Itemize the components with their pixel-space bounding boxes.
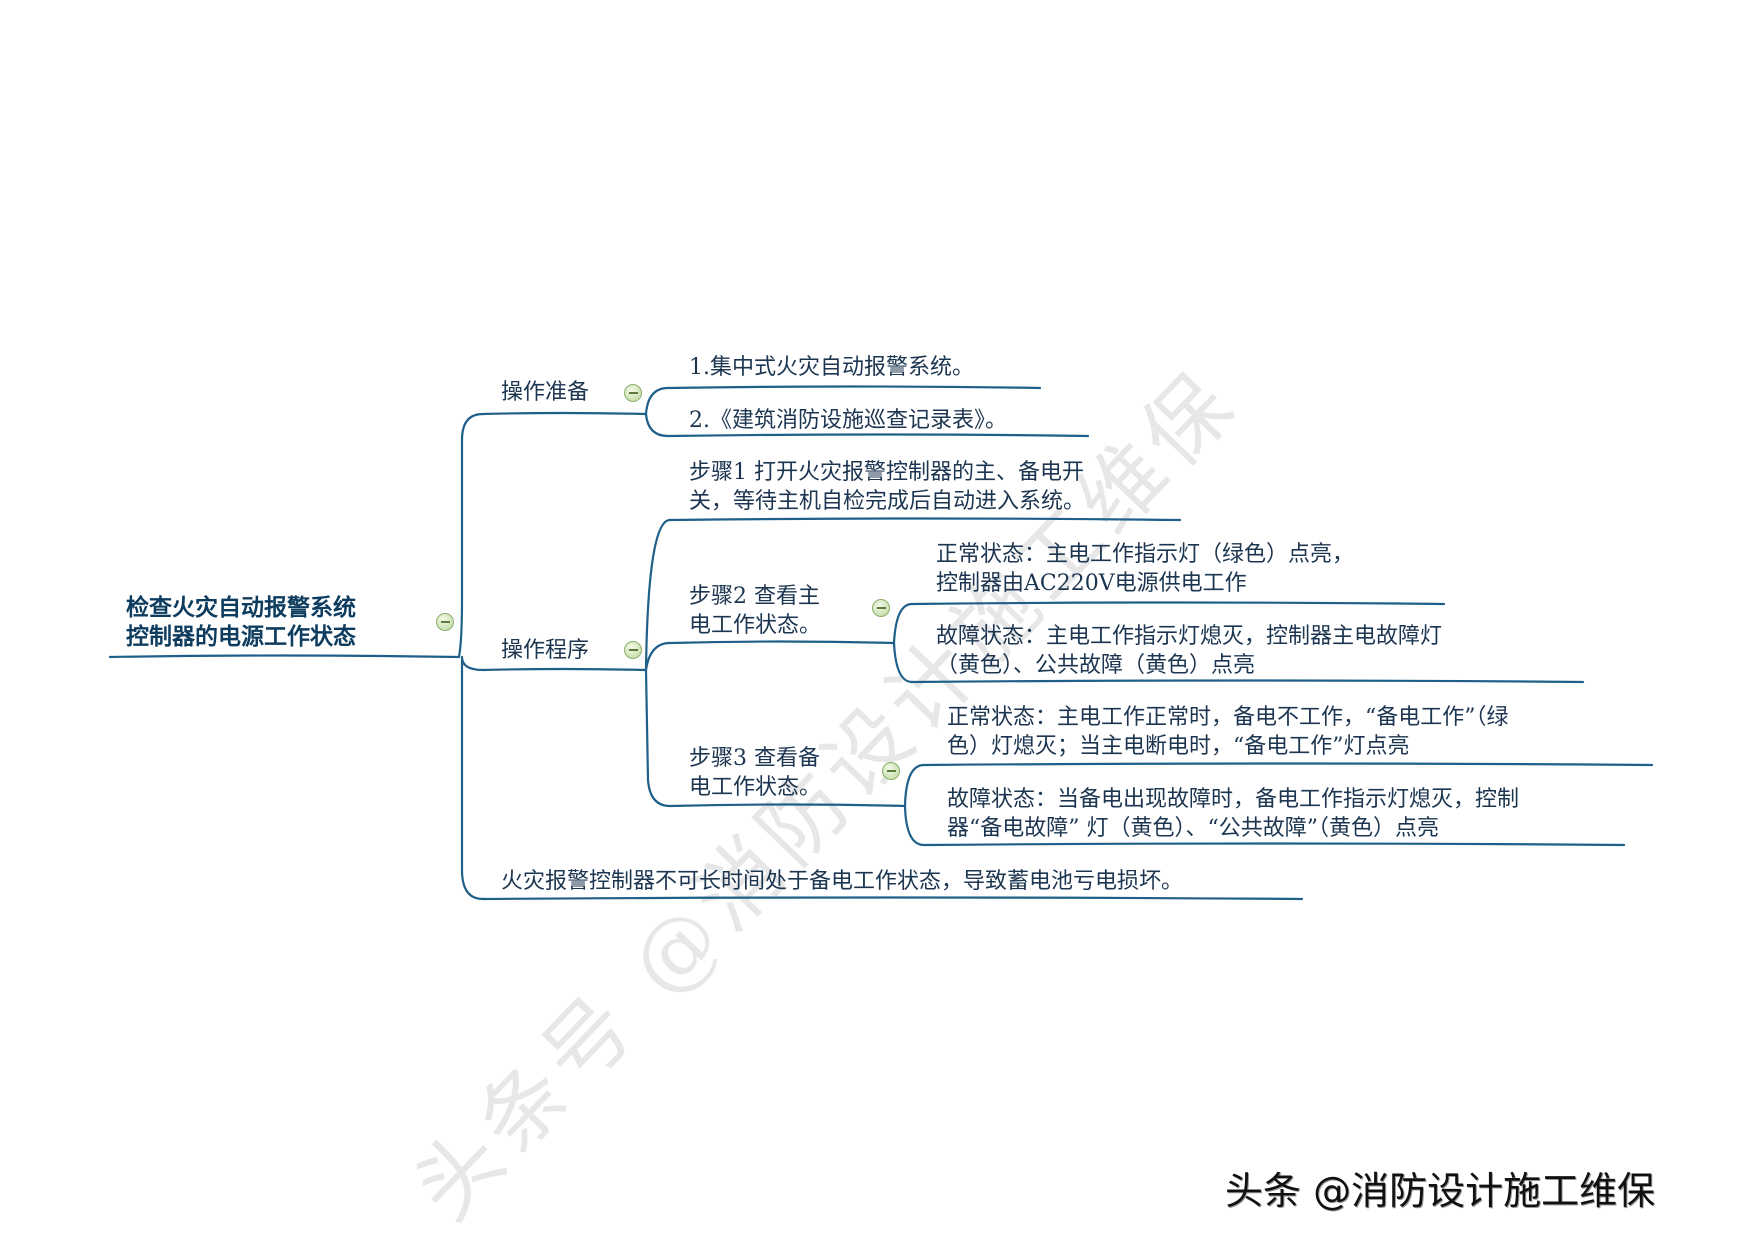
prep-item1-line <box>666 385 1042 390</box>
prep-item[interactable]: 1.集中式火灾自动报警系统。 <box>689 355 974 380</box>
step2-normal[interactable]: 正常状态：主电工作指示灯（绿色）点亮， 控制器由AC220V电源供电工作 <box>936 540 1354 598</box>
prep-trunk <box>644 386 670 438</box>
proc-trunk <box>644 518 672 808</box>
step3-normal-line <box>922 762 1654 767</box>
step2-fault-line <box>910 679 1585 684</box>
step2-line: 电工作状态。 <box>689 613 822 638</box>
root-line: 控制器的电源工作状态 <box>126 624 356 650</box>
prep-item[interactable]: 2.《建筑消防设施巡查记录表》。 <box>689 408 1007 433</box>
text-line: 控制器由AC220V电源供电工作 <box>936 571 1247 596</box>
step3[interactable]: 步骤3 查看备 电工作状态。 <box>689 744 821 802</box>
text-line: （黄色）、公共故障（黄色）点亮 <box>936 653 1256 678</box>
text-line: 器“备电故障” 灯（黄色）、“公共故障”（黄色）点亮 <box>947 816 1439 841</box>
step1[interactable]: 步骤1 打开火灾报警控制器的主、备电开 关，等待主机自检完成后自动进入系统。 <box>689 458 1085 516</box>
root-line: 检查火灾自动报警系统 <box>126 595 356 621</box>
step3-fault-line <box>922 842 1626 847</box>
text-line: 正常状态：主电工作正常时，备电不工作，“备电工作”（绿 <box>947 705 1509 730</box>
text-line: 色）灯熄灭；当主电断电时，“备电工作”灯点亮 <box>947 734 1410 759</box>
step1-line: 关，等待主机自检完成后自动进入系统。 <box>689 489 1086 514</box>
step1-line: 步骤1 打开火灾报警控制器的主、备电开 <box>689 460 1084 485</box>
root-underline <box>108 654 461 659</box>
root-trunk <box>457 412 485 901</box>
minus-circle-icon[interactable] <box>882 762 900 780</box>
minus-circle-icon[interactable] <box>436 613 454 631</box>
step2-line: 步骤2 查看主 <box>689 584 820 609</box>
step2-trunk <box>892 602 914 684</box>
step3-normal[interactable]: 正常状态：主电工作正常时，备电不工作，“备电工作”（绿 色）灯熄灭；当主电断电时… <box>947 703 1509 761</box>
text-line: 故障状态：当备电出现故障时，备电工作指示灯熄灭，控制 <box>947 787 1520 812</box>
step3-line: 电工作状态。 <box>689 775 822 800</box>
text-line: 正常状态：主电工作指示灯（绿色）点亮， <box>936 542 1355 567</box>
step2-fault[interactable]: 故障状态：主电工作指示灯熄灭，控制器主电故障灯 （黄色）、公共故障（黄色）点亮 <box>936 622 1442 680</box>
step1-line <box>668 517 1182 522</box>
text-line: 故障状态：主电工作指示灯熄灭，控制器主电故障灯 <box>936 624 1443 649</box>
topic-prep[interactable]: 操作准备 <box>501 380 590 405</box>
minus-circle-icon[interactable] <box>624 384 642 402</box>
step3-trunk <box>903 763 926 847</box>
minus-circle-icon[interactable] <box>872 599 890 617</box>
step2-line <box>668 640 896 645</box>
prep-item2-line <box>666 433 1090 438</box>
root-topic[interactable]: 检查火灾自动报警系统 控制器的电源工作状态 <box>126 594 356 652</box>
step3-fault[interactable]: 故障状态：当备电出现故障时，备电工作指示灯熄灭，控制 器“备电故障” 灯（黄色）… <box>947 785 1519 843</box>
step2-normal-line <box>910 601 1446 606</box>
topic-proc[interactable]: 操作程序 <box>501 638 590 663</box>
credit-text: 头条 @消防设计施工维保 <box>1225 1169 1656 1213</box>
note-line <box>481 896 1304 901</box>
step2[interactable]: 步骤2 查看主 电工作状态。 <box>689 582 821 640</box>
step3-line: 步骤3 查看备 <box>689 746 820 771</box>
step3-line <box>668 803 907 808</box>
proc-underline <box>481 667 648 672</box>
minus-circle-icon[interactable] <box>624 641 642 659</box>
note-topic[interactable]: 火灾报警控制器不可长时间处于备电工作状态，导致蓄电池亏电损坏。 <box>501 869 1184 894</box>
prep-underline <box>481 411 648 416</box>
